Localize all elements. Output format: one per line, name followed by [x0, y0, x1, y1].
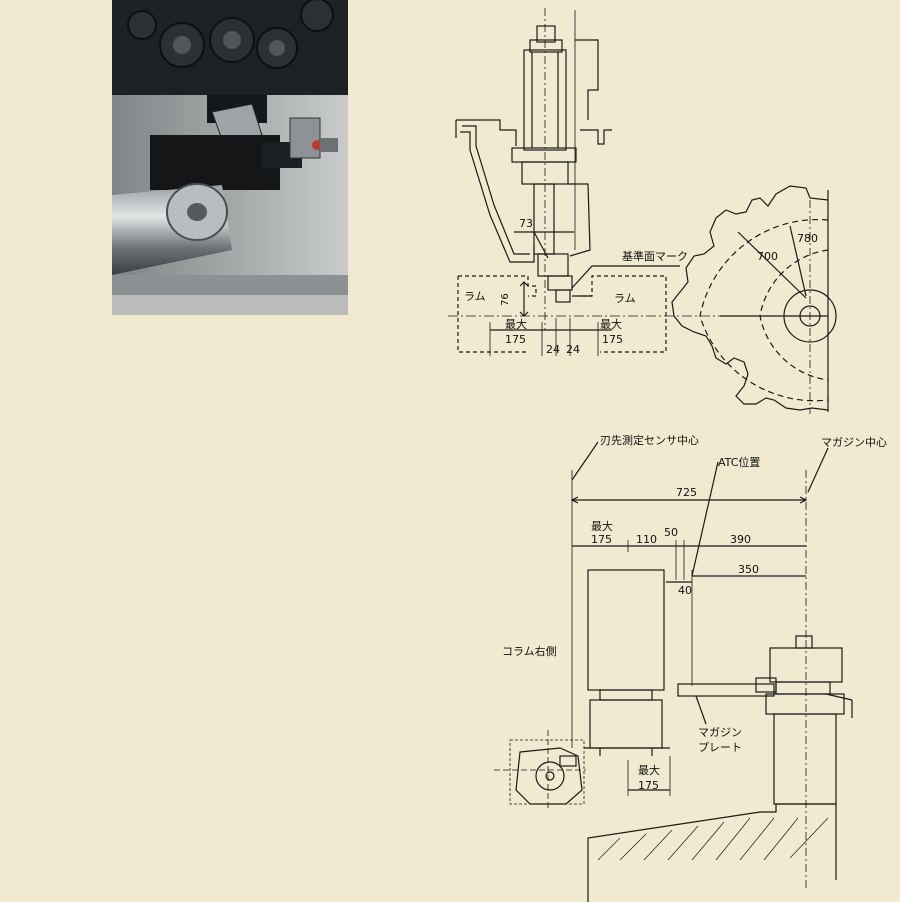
ram-right-label: ラム: [614, 292, 636, 305]
dim-390: 390: [730, 533, 751, 546]
spindle-front-view: [455, 8, 612, 330]
max-left-label: 最大: [505, 317, 527, 331]
ram-left-label: ラム: [464, 290, 486, 303]
ram-left-outline: [457, 275, 537, 353]
magazine-center-label: マガジン中心: [821, 436, 887, 449]
column-right-label: コラム右側: [502, 644, 557, 658]
tool-magazine-wheel: [671, 185, 837, 414]
dim-50: 50: [664, 526, 678, 539]
max-right-label: 最大: [600, 317, 622, 331]
dim-76: 76: [500, 293, 511, 306]
dim-24-right: 24: [566, 343, 580, 356]
dim-73: 73: [519, 217, 533, 230]
dim-110: 110: [636, 533, 657, 546]
ram-right-outline: [582, 275, 667, 353]
sensor-detail: [494, 730, 586, 808]
sensor-center-label: 刃先測定センサ中心: [600, 433, 699, 447]
max-left-value: 175: [505, 333, 526, 346]
dim-350: 350: [738, 563, 759, 576]
max-top-label: 最大: [591, 519, 613, 533]
dim-24-left: 24: [546, 343, 560, 356]
dim-40: 40: [678, 584, 692, 597]
reference-mark-label: 基準面マーク: [622, 249, 688, 263]
max-right-value: 175: [602, 333, 623, 346]
max-bottom-label: 最大: [638, 763, 660, 777]
dim-700: 700: [757, 250, 778, 263]
atc-position-label: ATC位置: [718, 455, 760, 469]
machine-photo-illustration: [112, 0, 348, 315]
magazine-plate-label-1: マガジン: [698, 726, 742, 739]
dim-725: 725: [676, 486, 697, 499]
dim-780: 780: [797, 232, 818, 245]
max-top-value: 175: [591, 533, 612, 546]
max-bottom-value: 175: [638, 779, 659, 792]
magazine-plate-label-2: プレート: [698, 741, 742, 754]
machine-photo: [112, 0, 348, 315]
magazine-assembly: [587, 635, 853, 902]
